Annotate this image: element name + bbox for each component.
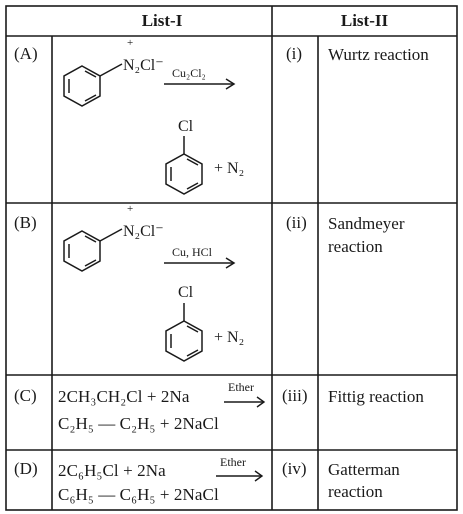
row-c-equation-line1: 2CH₃CH₂Cl + 2Na — [58, 387, 190, 406]
product-benzene-icon — [165, 136, 203, 195]
row-d-condition: Ether — [220, 455, 246, 469]
row-b-byproduct: + N₂ — [214, 329, 245, 346]
row-a-byproduct: + N₂ — [214, 160, 245, 177]
row-b-numeral: (ii) — [286, 213, 307, 232]
row-a-reactant: N₂Cl⁻ — [123, 57, 164, 74]
row-b-product-cl: Cl — [178, 284, 194, 301]
row-b-reagent: Cu, HCl — [172, 245, 213, 259]
row-c-letter: (C) — [14, 386, 37, 405]
row-d-arrow-icon — [216, 470, 264, 482]
row-a-product-cl: Cl — [178, 118, 194, 135]
row-c-arrow-icon — [224, 396, 266, 408]
row-b-reactant: N₂Cl⁻ — [123, 223, 164, 240]
row-d-equation-line2: C₆H₅ — C₆H₅ + 2NaCl — [58, 485, 219, 504]
row-d-reaction-name-line1: Gatterman — [328, 460, 400, 479]
row-a-letter: (A) — [14, 44, 38, 63]
row-c-numeral: (iii) — [282, 386, 308, 405]
header-list-1: List-I — [141, 11, 183, 30]
row-b-reaction-name-line1: Sandmeyer — [328, 214, 405, 233]
row-d-equation-line1: 2C₆H₅Cl + 2Na — [58, 461, 166, 480]
product-benzene-icon — [165, 303, 203, 362]
row-b-scheme — [63, 228, 236, 362]
reaction-arrow-icon — [164, 257, 236, 269]
row-b-reaction-name-line2: reaction — [328, 237, 383, 256]
row-d-letter: (D) — [14, 459, 38, 478]
header-list-2: List-II — [340, 11, 389, 30]
row-c-reaction-name: Fittig reaction — [328, 387, 424, 406]
row-c-condition: Ether — [228, 380, 254, 394]
row-a-numeral: (i) — [286, 44, 303, 63]
row-c-equation-line2: C₂H₅ — C₂H₅ + 2NaCl — [58, 414, 219, 433]
reactant-benzene-icon — [63, 228, 123, 272]
row-d-reaction-name-line2: reaction — [328, 482, 383, 501]
row-d-numeral: (iv) — [282, 459, 307, 478]
row-a-reaction-name: Wurtz reaction — [328, 45, 429, 64]
row-b-charge: + — [127, 203, 134, 215]
row-a-charge: + — [127, 37, 134, 49]
row-a-reagent: Cu₂Cl₂ — [172, 66, 206, 80]
reaction-arrow-icon — [164, 78, 236, 90]
row-a-scheme — [63, 63, 236, 195]
reactant-benzene-icon — [63, 63, 123, 107]
row-b-letter: (B) — [14, 213, 37, 232]
